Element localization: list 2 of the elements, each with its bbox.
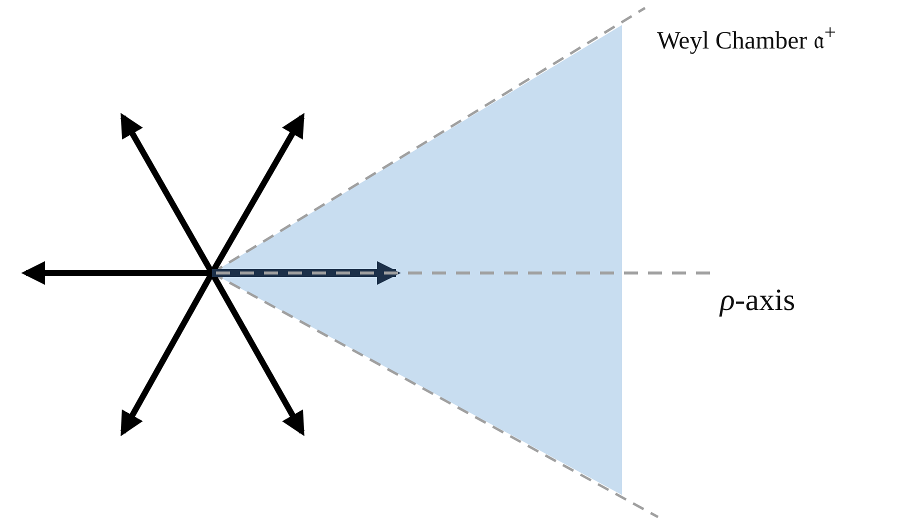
chamber-label: Weyl Chamber 𝔞$^{+}$ — [657, 20, 836, 56]
axis-label: ρ-axis — [720, 282, 796, 318]
